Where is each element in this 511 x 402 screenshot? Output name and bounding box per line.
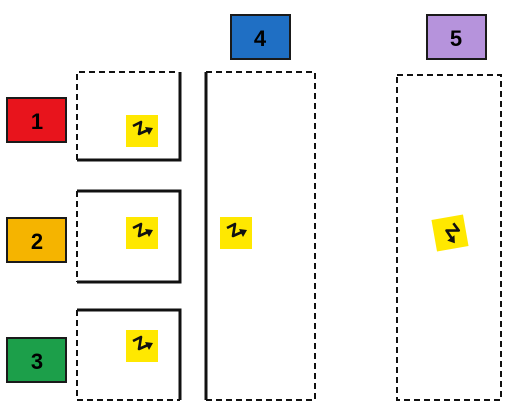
label-1-box [6,97,67,143]
region-3 [76,308,182,401]
high-voltage-warning-icon [430,213,470,253]
label-4-box [230,14,291,60]
region-1 [76,71,182,162]
label-4: 4 [230,14,291,60]
label-3-box [6,337,67,383]
label-3: 3 [6,337,67,383]
region-3-solid-edge [77,308,182,400]
label-1-text: 1 [31,109,43,134]
label-2-box [6,217,67,263]
label-5: 5 [426,14,487,60]
region-1-solid-edge [77,72,182,162]
region-4 [204,71,316,401]
region-2-solid-edge [77,189,182,284]
region-5-dashed-edge [396,74,502,401]
region-1-dashed-edge [76,71,178,160]
label-3-text: 3 [31,349,43,374]
region-2 [76,189,182,284]
label-4-text: 4 [254,26,267,51]
label-2-text: 2 [31,229,43,254]
high-voltage-warning-icon [124,328,160,364]
region-4-dashed-edge [206,71,316,401]
high-voltage-warning-icon [124,113,160,149]
high-voltage-warning-icon [218,215,254,251]
region-5 [396,74,502,401]
label-5-box [426,14,487,60]
high-voltage-warning-icon [124,215,160,251]
label-1: 1 [6,97,67,143]
label-2: 2 [6,217,67,263]
region-3-dashed-edge [76,310,180,401]
label-5-text: 5 [450,26,462,51]
